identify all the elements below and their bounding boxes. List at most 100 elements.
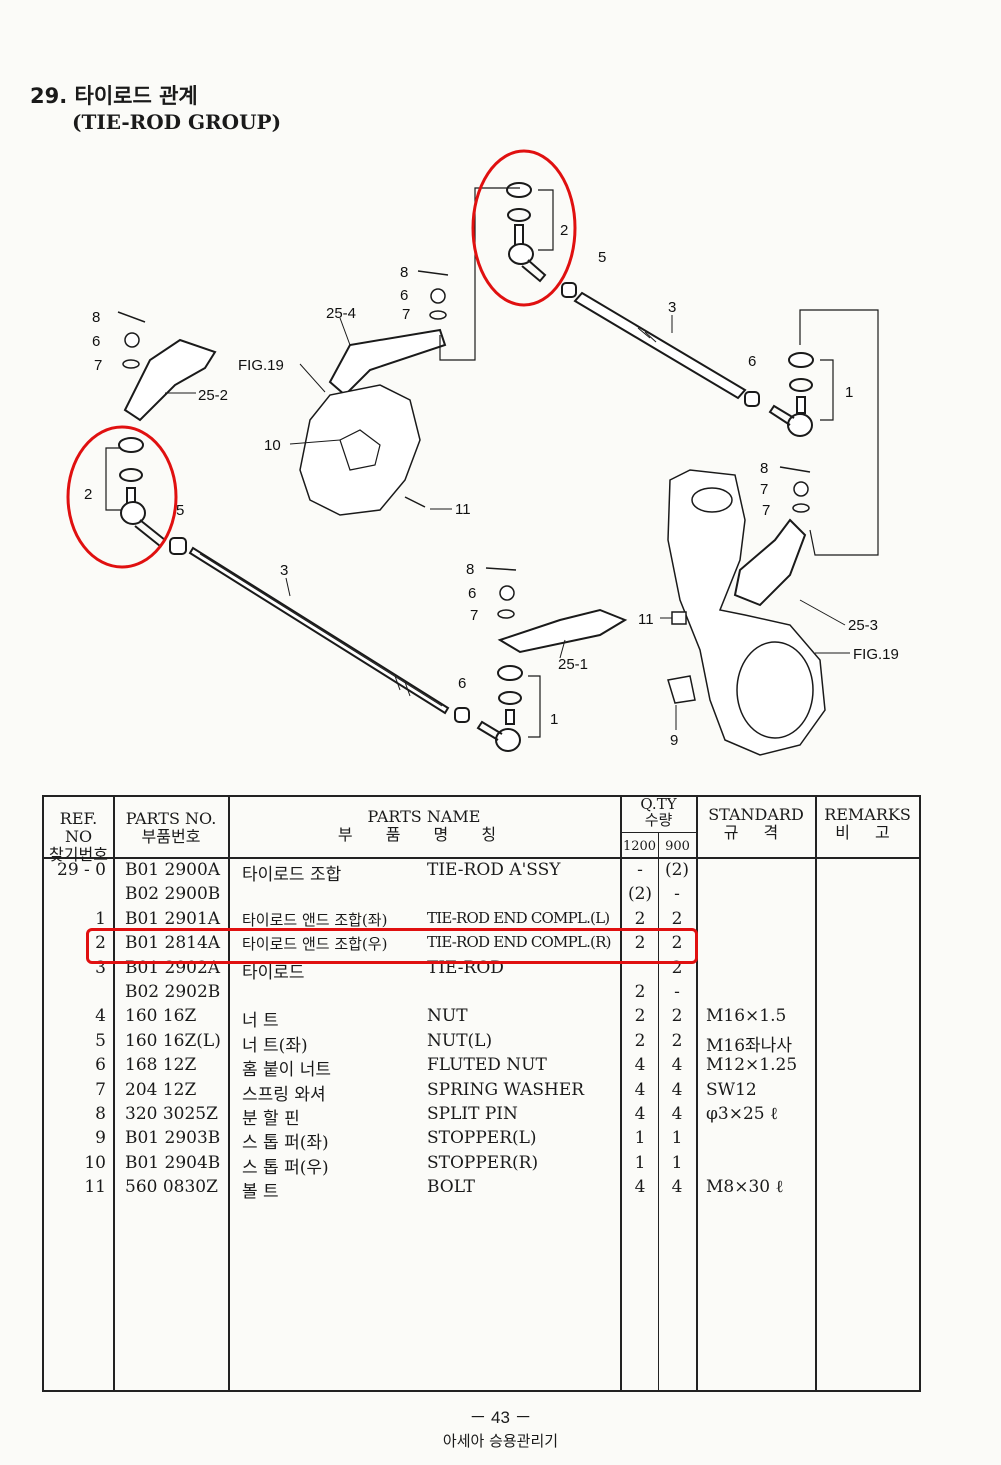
gearbox-right	[667, 469, 826, 756]
callout: 6	[400, 287, 408, 304]
cell-name-korean: 타이로드	[242, 962, 305, 983]
cell-part-no: 320 3025Z	[125, 1104, 218, 1124]
cell-name-korean: 스프링 와셔	[242, 1084, 326, 1105]
callout: 10	[264, 437, 281, 454]
callout: 3	[668, 299, 676, 316]
cell-qty-900: 4	[671, 1079, 683, 1100]
cell-qty-900: 1	[671, 1128, 683, 1149]
book-title: 아세아 승용관리기	[442, 1432, 559, 1450]
diagram-callouts: 2 5 8 6 7 25-4 3 8 6 7 FIG.19 25-2 6 1 1…	[84, 222, 899, 749]
cell-part-no: B01 2903B	[125, 1128, 221, 1149]
cell-qty-1200: 2	[634, 933, 646, 954]
cell-name-english: STOPPER(R)	[427, 1152, 539, 1173]
cell-qty-900: 2	[671, 1006, 683, 1027]
highlight-circle-left	[66, 425, 178, 569]
callout: 7	[402, 306, 410, 323]
callout: 25-4	[326, 305, 356, 322]
cell-ref-no: 10	[84, 1152, 106, 1173]
cell-qty-900: 2	[671, 933, 683, 954]
callout: 1	[550, 711, 558, 728]
knuckle-arm-25-4	[328, 328, 447, 397]
callout: 9	[670, 732, 678, 749]
cell-ref-no: 1	[95, 908, 106, 929]
cell-qty-1200: 4	[634, 1177, 646, 1198]
cell-part-no: B01 2901A	[125, 908, 221, 929]
callout: 8	[92, 309, 100, 326]
cell-name-english: TIE-ROD A'SSY	[427, 860, 561, 880]
callout: 8	[400, 264, 408, 281]
callout: 11	[455, 501, 471, 518]
cell-name-korean: 너 트(좌)	[242, 1035, 308, 1056]
cell-qty-900: 4	[671, 1055, 683, 1076]
cell-name-english: FLUTED NUT	[427, 1055, 547, 1076]
cell-ref-no: 3	[95, 957, 106, 978]
cell-part-no: 204 12Z	[125, 1079, 197, 1100]
cell-qty-1200: 4	[634, 1104, 646, 1124]
cell-name-english: TIE-ROD END COMPL.(L)	[427, 908, 610, 927]
cell-ref-no: 6	[95, 1055, 106, 1076]
cell-standard: M16좌나사	[706, 1035, 792, 1056]
cell-part-no: 560 0830Z	[125, 1177, 218, 1198]
cell-qty-900: (2)	[664, 860, 690, 880]
callout: 7	[94, 357, 102, 374]
cell-name-korean: 스 톱 퍼(좌)	[242, 1133, 329, 1154]
cell-qty-900: 4	[671, 1104, 683, 1124]
cell-part-no: B02 2902B	[125, 982, 221, 1002]
callout: 5	[176, 502, 184, 519]
cell-qty-900: 2	[671, 908, 683, 929]
cell-part-no: 168 12Z	[125, 1055, 197, 1076]
cell-qty-900: 4	[671, 1177, 683, 1198]
cell-qty-1200: 2	[634, 1030, 646, 1051]
exploded-parts-diagram: 2 5 8 6 7 25-4 3 8 6 7 FIG.19 25-2 6 1 1…	[66, 149, 899, 756]
cell-qty-1200: 2	[634, 908, 646, 929]
header-qty-900: 900	[665, 839, 690, 854]
stopper-9	[667, 675, 696, 704]
callout: FIG.19	[238, 357, 284, 374]
gearbox-left	[299, 384, 421, 516]
section-title-english: (TIE-ROD GROUP)	[72, 110, 282, 134]
knuckle-arm-25-3	[733, 518, 807, 607]
cell-standard: SW12	[706, 1079, 757, 1100]
cell-name-korean: 분 할 핀	[242, 1109, 300, 1129]
callout: 8	[760, 460, 768, 477]
cell-qty-900: 2	[671, 957, 683, 978]
section-title-korean: 29. 타이로드 관계	[30, 84, 198, 108]
cell-ref-no: 9	[95, 1128, 106, 1149]
cell-name-korean: 너 트	[242, 1011, 279, 1032]
callout: 5	[598, 249, 606, 266]
cell-ref-no: 11	[84, 1177, 106, 1198]
cell-qty-1200: 4	[634, 1055, 646, 1076]
callout: 25-1	[558, 656, 588, 673]
cell-name-english: TIE-ROD END COMPL.(R)	[427, 933, 611, 952]
cell-name-english: SPLIT PIN	[427, 1104, 518, 1124]
header-qty-1200: 1200	[622, 839, 657, 854]
callout: 6	[92, 333, 100, 350]
cell-name-english: STOPPER(L)	[427, 1128, 537, 1149]
cell-ref-no: 29 - 0	[57, 860, 106, 880]
cell-name-korean: 볼 트	[242, 1182, 279, 1203]
cell-name-english: NUT(L)	[427, 1030, 493, 1051]
right-tie-rod-end-upper	[744, 352, 814, 437]
cell-qty-900: 2	[671, 1030, 683, 1051]
cell-qty-900: -	[674, 884, 680, 905]
upper-tie-rod-end	[506, 182, 577, 298]
callout: 2	[84, 486, 92, 503]
cell-standard: φ3×25 ℓ	[706, 1104, 779, 1124]
cell-standard: M8×30 ℓ	[706, 1177, 784, 1198]
highlight-circle-upper	[471, 149, 577, 307]
cell-qty-900: 1	[671, 1152, 683, 1173]
cell-ref-no: 4	[95, 1006, 106, 1027]
callout: 6	[458, 675, 466, 692]
page-number: － 43 －	[469, 1408, 532, 1427]
cell-part-no: B02 2900B	[125, 884, 221, 905]
cell-name-korean: 타이로드 앤드 조합(우)	[242, 935, 388, 954]
cell-part-no: B01 2904B	[125, 1152, 221, 1173]
lower-tie-rod	[188, 546, 450, 715]
cell-qty-1200: 4	[634, 1079, 646, 1100]
cell-qty-1200: 2	[634, 982, 646, 1002]
cell-qty-1200: (2)	[627, 884, 653, 905]
